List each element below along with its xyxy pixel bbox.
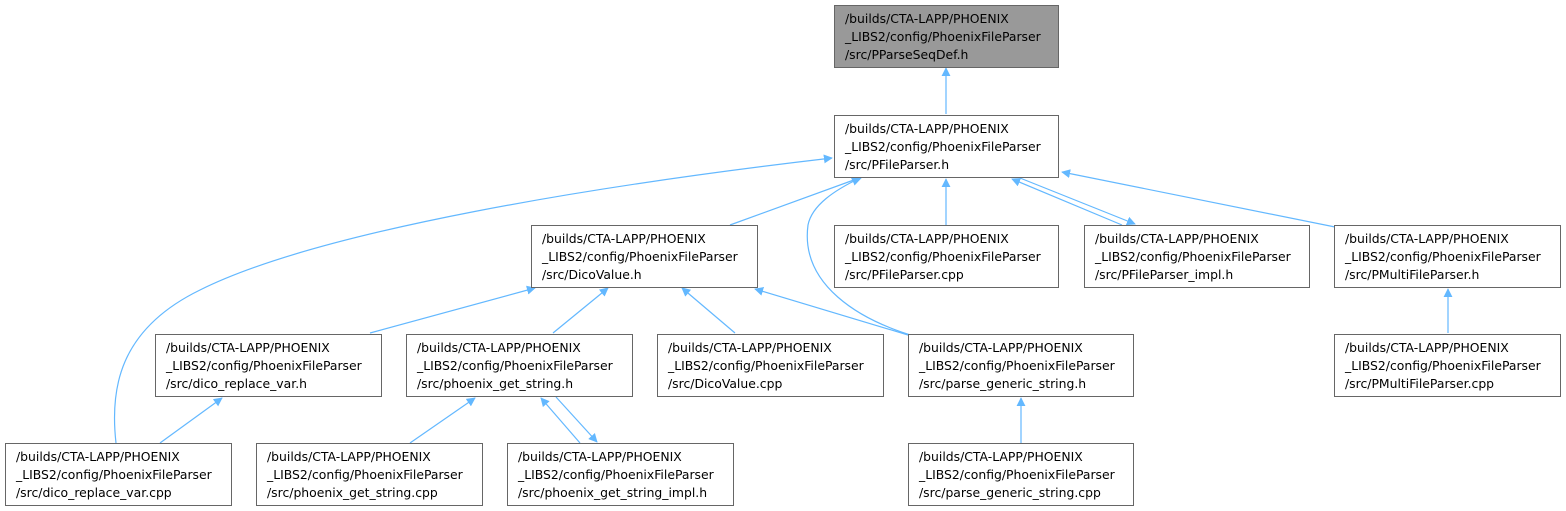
node-line: /builds/CTA-LAPP/PHOENIX — [919, 448, 1083, 464]
node-line: _LIBS2/config/PhoenixFileParser — [845, 28, 1041, 44]
node-pparseseqdef-h: /builds/CTA-LAPP/PHOENIX _LIBS2/config/P… — [834, 5, 1059, 68]
node-line: /src/PFileParser_impl.h — [1095, 266, 1234, 282]
node-line: _LIBS2/config/PhoenixFileParser — [267, 466, 463, 482]
node-line: _LIBS2/config/PhoenixFileParser — [845, 248, 1041, 264]
node-line: /src/PFileParser.cpp — [845, 266, 964, 282]
edge-pfileparser-h-to-impl-h-b — [1019, 177, 1136, 226]
edge-dicovalue-cpp-to-dicovalue-h — [681, 287, 736, 334]
edge-dico-replace-var-cpp-to-dico-replace-var-h — [159, 397, 223, 444]
edge-phoenix-get-string-cpp-to-phoenix-get-string-h — [409, 397, 476, 444]
edge-parse-generic-string-h-to-dicovalue-h — [754, 287, 919, 339]
node-line: /builds/CTA-LAPP/PHOENIX — [845, 230, 1009, 246]
node-dico-replace-var-h[interactable]: /builds/CTA-LAPP/PHOENIX _LIBS2/config/P… — [155, 334, 382, 397]
edge-parse-generic-string-h-to-pfileparser-h — [806, 177, 915, 337]
edge-impl-to-phoenix-get-string-h-a — [540, 397, 581, 444]
node-line: _LIBS2/config/PhoenixFileParser — [845, 138, 1041, 154]
node-line: _LIBS2/config/PhoenixFileParser — [919, 357, 1115, 373]
node-phoenix-get-string-cpp[interactable]: /builds/CTA-LAPP/PHOENIX _LIBS2/config/P… — [256, 443, 483, 506]
node-line: /builds/CTA-LAPP/PHOENIX — [845, 10, 1009, 26]
node-line: /builds/CTA-LAPP/PHOENIX — [542, 230, 706, 246]
node-line: /src/PFileParser.h — [845, 156, 950, 172]
node-line: /builds/CTA-LAPP/PHOENIX — [16, 448, 180, 464]
node-line: /builds/CTA-LAPP/PHOENIX — [267, 448, 431, 464]
edge-dico-replace-var-cpp-to-pfileparser-h — [113, 154, 833, 444]
node-pfileparser-impl-h[interactable]: /builds/CTA-LAPP/PHOENIX _LIBS2/config/P… — [1084, 225, 1310, 288]
edge-impl-h-to-pfileparser-h-a — [1011, 177, 1123, 226]
node-line: _LIBS2/config/PhoenixFileParser — [919, 466, 1115, 482]
node-pfileparser-h[interactable]: /builds/CTA-LAPP/PHOENIX _LIBS2/config/P… — [834, 115, 1059, 178]
node-line: _LIBS2/config/PhoenixFileParser — [542, 248, 738, 264]
edge-pmultifileparser-h-to-pfileparser-h — [1061, 169, 1341, 229]
node-line: /src/DicoValue.h — [542, 266, 642, 282]
node-line: _LIBS2/config/PhoenixFileParser — [166, 357, 362, 373]
edge-dicovalue-h-to-pfileparser-h — [729, 175, 863, 226]
node-pfileparser-cpp[interactable]: /builds/CTA-LAPP/PHOENIX _LIBS2/config/P… — [834, 225, 1059, 288]
node-line: /builds/CTA-LAPP/PHOENIX — [1345, 339, 1509, 355]
node-line: /builds/CTA-LAPP/PHOENIX — [1095, 230, 1259, 246]
node-line: _LIBS2/config/PhoenixFileParser — [417, 357, 613, 373]
node-line: _LIBS2/config/PhoenixFileParser — [1345, 357, 1541, 373]
node-line: /src/phoenix_get_string.cpp — [267, 484, 438, 500]
node-line: /builds/CTA-LAPP/PHOENIX — [166, 339, 330, 355]
node-line: /builds/CTA-LAPP/PHOENIX — [518, 448, 682, 464]
node-line: /builds/CTA-LAPP/PHOENIX — [668, 339, 832, 355]
node-dicovalue-cpp[interactable]: /builds/CTA-LAPP/PHOENIX _LIBS2/config/P… — [657, 334, 884, 397]
node-line: _LIBS2/config/PhoenixFileParser — [1345, 248, 1541, 264]
node-parse-generic-string-cpp[interactable]: /builds/CTA-LAPP/PHOENIX _LIBS2/config/P… — [908, 443, 1134, 506]
edge-phoenix-get-string-h-to-impl-b — [555, 396, 598, 443]
node-line: /builds/CTA-LAPP/PHOENIX — [919, 339, 1083, 355]
node-line: /builds/CTA-LAPP/PHOENIX — [845, 120, 1009, 136]
node-line: /src/dico_replace_var.h — [166, 375, 307, 391]
node-line: _LIBS2/config/PhoenixFileParser — [1095, 248, 1291, 264]
node-line: /builds/CTA-LAPP/PHOENIX — [1345, 230, 1509, 246]
node-phoenix-get-string-h[interactable]: /builds/CTA-LAPP/PHOENIX _LIBS2/config/P… — [406, 334, 633, 397]
node-pmultifileparser-cpp[interactable]: /builds/CTA-LAPP/PHOENIX _LIBS2/config/P… — [1334, 334, 1561, 397]
edge-dico-replace-var-h-to-dicovalue-h — [369, 285, 536, 334]
node-line: _LIBS2/config/PhoenixFileParser — [518, 466, 714, 482]
node-pmultifileparser-h[interactable]: /builds/CTA-LAPP/PHOENIX _LIBS2/config/P… — [1334, 225, 1561, 288]
node-line: /src/phoenix_get_string_impl.h — [518, 484, 708, 500]
node-line: /src/dico_replace_var.cpp — [16, 484, 172, 500]
node-line: /src/PMultiFileParser.h — [1345, 266, 1480, 282]
node-line: /builds/CTA-LAPP/PHOENIX — [417, 339, 581, 355]
node-line: /src/parse_generic_string.cpp — [919, 484, 1101, 500]
node-dicovalue-h[interactable]: /builds/CTA-LAPP/PHOENIX _LIBS2/config/P… — [531, 225, 758, 288]
node-line: /src/DicoValue.cpp — [668, 375, 783, 391]
node-line: _LIBS2/config/PhoenixFileParser — [668, 357, 864, 373]
node-line: /src/phoenix_get_string.h — [417, 375, 574, 391]
node-line: /src/PParseSeqDef.h — [845, 46, 969, 62]
node-parse-generic-string-h[interactable]: /builds/CTA-LAPP/PHOENIX _LIBS2/config/P… — [908, 334, 1134, 397]
edge-phoenix-get-string-h-to-dicovalue-h — [552, 287, 609, 334]
node-dico-replace-var-cpp[interactable]: /builds/CTA-LAPP/PHOENIX _LIBS2/config/P… — [5, 443, 232, 506]
node-line: /src/PMultiFileParser.cpp — [1345, 375, 1495, 391]
node-phoenix-get-string-impl-h[interactable]: /builds/CTA-LAPP/PHOENIX _LIBS2/config/P… — [507, 443, 734, 506]
node-line: _LIBS2/config/PhoenixFileParser — [16, 466, 212, 482]
node-line: /src/parse_generic_string.h — [919, 375, 1087, 391]
